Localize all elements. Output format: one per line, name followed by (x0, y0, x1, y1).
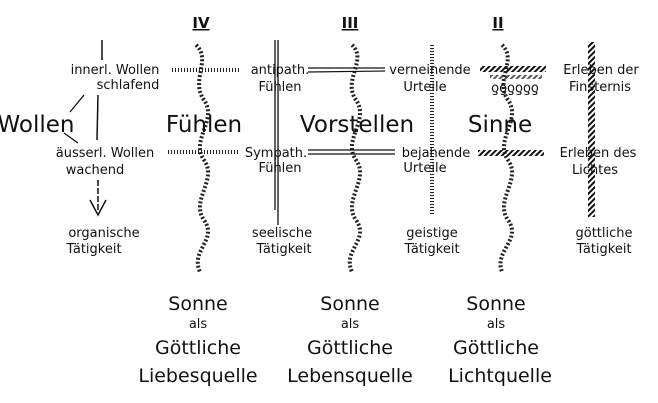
vorstellen-upper-2: Urteile (403, 80, 446, 95)
vorstellen-title: Vorstellen (300, 112, 414, 138)
wollen-lower-1: äusserl. Wollen (56, 146, 154, 161)
source-ii-3: Göttliche (453, 337, 539, 359)
wavy-line-ii (498, 43, 515, 273)
hatched-bar-upper-2 (490, 75, 542, 79)
wollen-vertical-mid (96, 94, 99, 141)
wollen-result-2: Tätigkeit (65, 242, 121, 257)
source-iv-1: Sonne (168, 293, 227, 315)
source-iii-3: Göttliche (307, 337, 393, 359)
source-iv-2: als (189, 317, 208, 332)
sinne-lower-1: Erleben des (560, 146, 637, 161)
source-ii-2: als (487, 317, 506, 332)
wollen-lower-2: wachend (66, 163, 124, 178)
wollen-branch-upper (69, 94, 85, 113)
fuehlen-title: Fühlen (166, 112, 242, 138)
sinne-lower-2: Lichtes (572, 163, 618, 178)
source-ii-4: Lichtquelle (448, 365, 552, 387)
wollen-branch-lower (63, 132, 79, 144)
sinne-marks: ƍƍƍƍƍƍ (491, 81, 539, 96)
sinne-upper-2: Finsternis (569, 80, 631, 95)
fuehlen-upper-2: Fühlen (258, 80, 301, 95)
vorstellen-lower-2: Urteile (403, 161, 446, 176)
sinne-result-1: göttliche (575, 226, 632, 241)
down-arrow-icon (89, 199, 107, 217)
numeral-ii: II (492, 14, 503, 32)
sinne-title: Sinne (468, 112, 532, 138)
fuehlen-upper-1: antipath. (251, 63, 310, 78)
source-iii-2: als (341, 317, 360, 332)
fuehlen-result-2: Tätigkeit (255, 242, 311, 257)
vorstellen-result-1: geistige (406, 226, 458, 241)
wollen-upper-1: innerl. Wollen (71, 63, 160, 78)
wavy-line-iii (347, 43, 363, 273)
wavy-line-iv (194, 43, 211, 273)
wollen-upper-2: schlafend (97, 78, 160, 93)
fuehlen-lower-2: Fühlen (258, 161, 301, 176)
numeral-iii: III (342, 14, 359, 32)
sinne-result-2: Tätigkeit (575, 242, 631, 257)
fuehlen-result-1: seelische (252, 226, 312, 241)
source-iv-4: Liebesquelle (138, 365, 257, 387)
sinne-hatched-vertical (588, 42, 595, 217)
double-line-upper-b (307, 70, 386, 73)
vorstellen-lower-1: bejahende (402, 146, 471, 161)
source-iv-3: Göttliche (155, 337, 241, 359)
source-ii-1: Sonne (466, 293, 525, 315)
fuehlen-lower-1: Sympath. (245, 146, 307, 161)
hatched-bar-upper (480, 66, 546, 72)
sinne-upper-1: Erleben der (563, 63, 639, 78)
source-iii-4: Lebensquelle (287, 365, 413, 387)
hatched-bar-lower (478, 150, 544, 156)
numeral-iv: IV (192, 14, 210, 32)
vorstellen-result-2: Tätigkeit (403, 242, 459, 257)
source-iii-1: Sonne (320, 293, 379, 315)
wollen-title: Wollen (0, 112, 74, 138)
wollen-result-1: organische (68, 226, 139, 241)
vorstellen-upper-1: verneinende (389, 63, 470, 78)
